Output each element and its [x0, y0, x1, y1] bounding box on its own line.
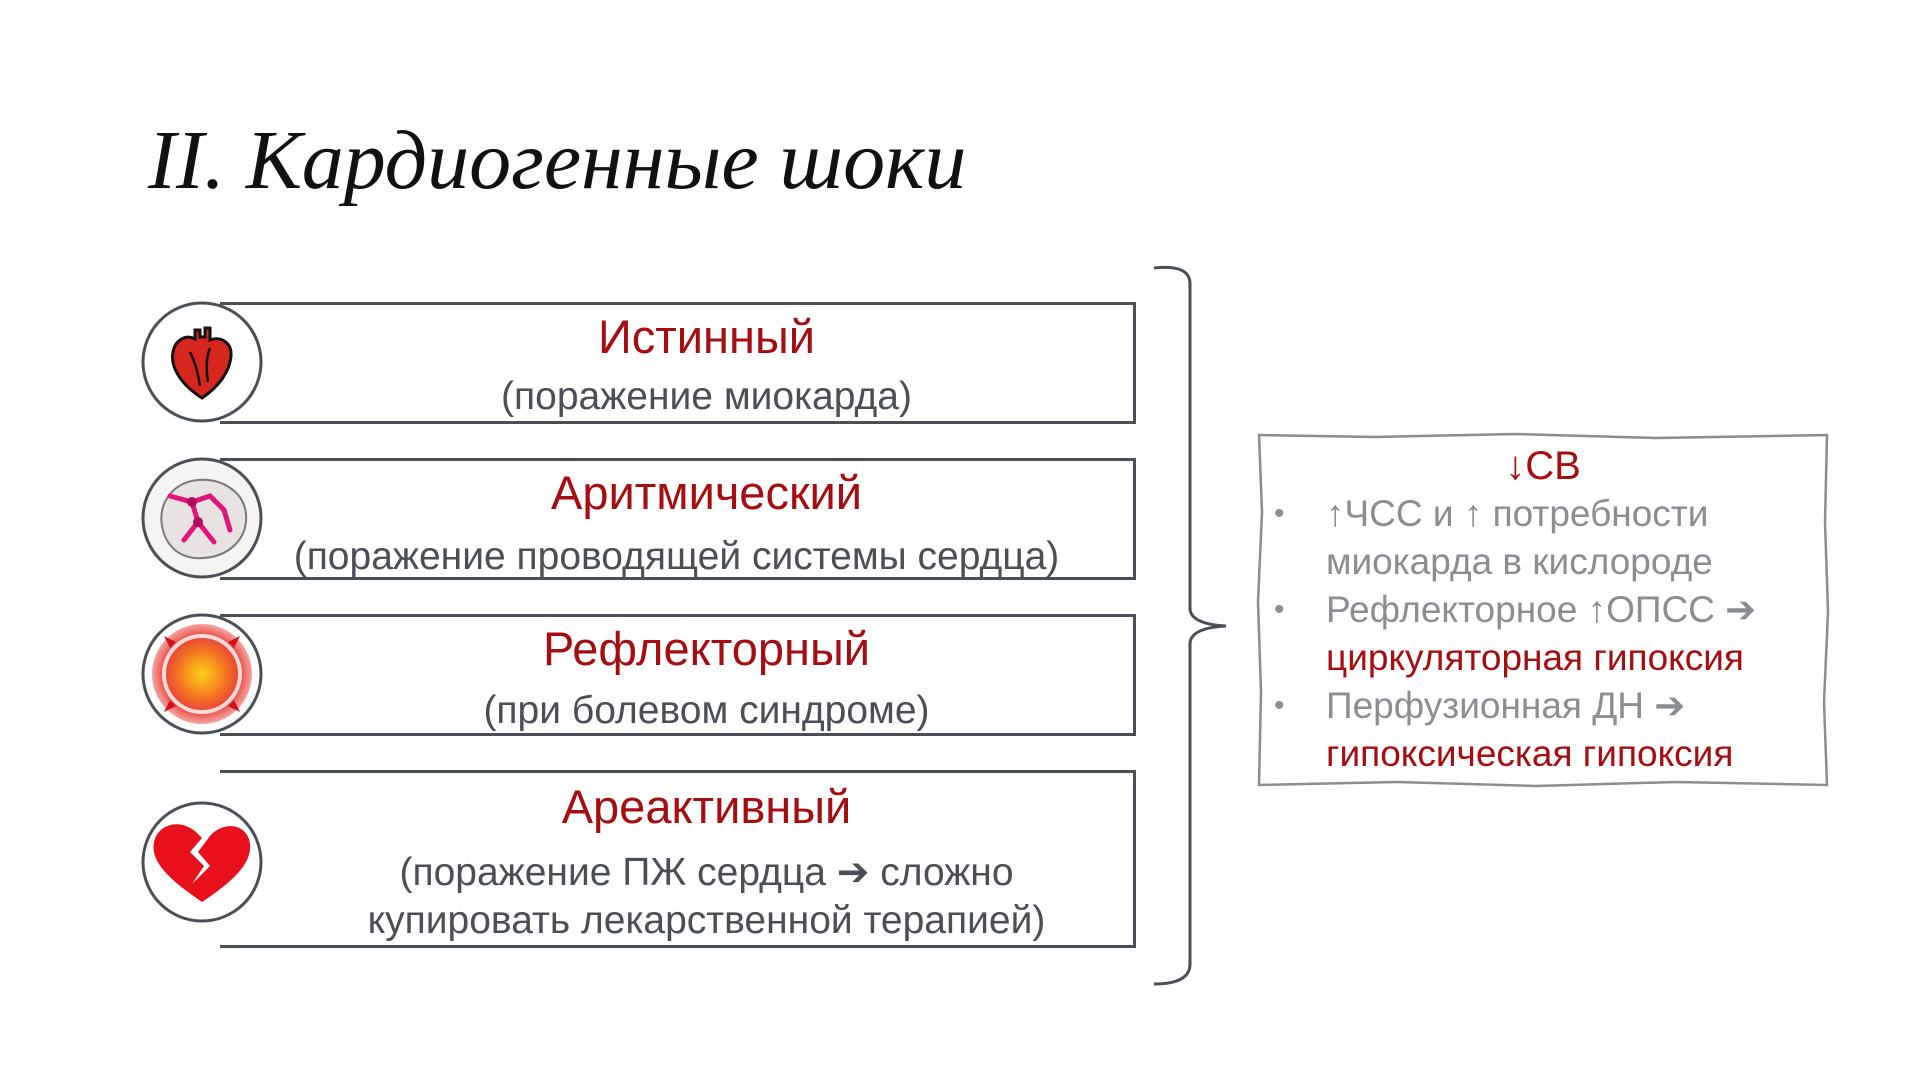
shock-name: Рефлекторный — [543, 622, 870, 675]
heart-anatomy-icon — [140, 300, 264, 424]
sketch-frame — [1256, 432, 1830, 788]
shock-desc: (поражение миокарда) — [501, 375, 912, 418]
summary-line: Перфузионная ДН ➔ — [1326, 685, 1686, 726]
summary-line: Рефлекторное ↑ОПСС ➔ — [1326, 589, 1757, 630]
summary-line: ↑ЧСС и ↑ потребности — [1326, 493, 1709, 534]
shock-desc: (поражение ПЖ сердца ➔ сложно купировать… — [280, 849, 1133, 945]
bullet-icon: • — [1274, 689, 1285, 722]
summary-item: • Перфузионная ДН ➔ гипоксическая гипокс… — [1256, 682, 1830, 778]
broken-heart-icon — [140, 800, 264, 924]
shock-box-arrhythmic: Аритмический (поражение проводящей систе… — [220, 458, 1136, 580]
summary-line: гипоксическая гипоксия — [1326, 733, 1734, 774]
conduction-system-icon — [140, 456, 264, 580]
bullet-icon: • — [1274, 497, 1285, 530]
summary-item: • Рефлекторное ↑ОПСС ➔ циркуляторная гип… — [1256, 586, 1830, 682]
shock-box-reflex: Рефлекторный (при болевом синдроме) — [220, 614, 1136, 736]
shock-name: Ареактивный — [561, 780, 852, 833]
shock-desc-line: купировать лекарственной терапией) — [367, 899, 1046, 942]
summary-line: миокарда в кислороде — [1326, 541, 1713, 582]
pain-burst-icon — [140, 612, 264, 736]
shock-desc: (поражение проводящей системы сердца) — [293, 535, 1060, 578]
summary-line: циркуляторная гипоксия — [1326, 637, 1744, 678]
summary-list: • ↑ЧСС и ↑ потребности миокарда в кислор… — [1256, 490, 1830, 778]
shock-name: Истинный — [597, 310, 815, 363]
shock-box-true: Истинный (поражение миокарда) — [220, 302, 1136, 424]
shock-desc: (при болевом синдроме) — [483, 689, 930, 732]
bullet-icon: • — [1274, 593, 1285, 626]
shock-name: Аритмический — [550, 466, 863, 519]
slide-title: II. Кардиогенные шоки — [148, 114, 967, 207]
shock-desc-line: (поражение ПЖ сердца ➔ сложно — [399, 851, 1014, 894]
summary-box: ↓СВ • ↑ЧСС и ↑ потребности миокарда в ки… — [1256, 432, 1830, 788]
summary-item: • ↑ЧСС и ↑ потребности миокарда в кислор… — [1256, 490, 1830, 586]
summary-heading: ↓СВ — [1505, 444, 1581, 488]
bracket — [1153, 265, 1227, 986]
shock-box-areactive: Ареактивный (поражение ПЖ сердца ➔ сложн… — [220, 770, 1136, 948]
